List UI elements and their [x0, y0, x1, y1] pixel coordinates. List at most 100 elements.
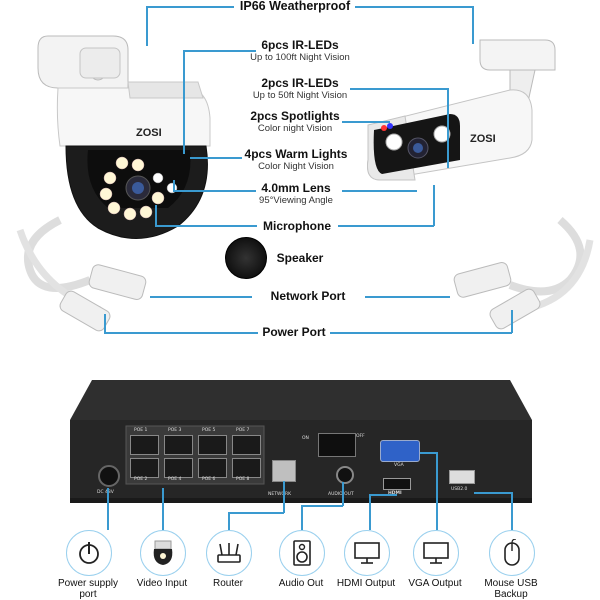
- nvr-connector: [283, 481, 285, 513]
- nvr-connector: [474, 492, 512, 494]
- power-supply-item: [66, 530, 112, 576]
- callout-line: [190, 157, 242, 159]
- weatherproof-label: IP66 Weatherproof: [236, 0, 354, 13]
- mouse-usb-item: [489, 530, 535, 576]
- callout-line: [433, 185, 435, 226]
- camera-icon: [153, 540, 173, 565]
- callout-line: [350, 88, 448, 90]
- nvr-connector: [436, 452, 438, 530]
- network-label: NETWORK: [268, 492, 292, 497]
- nvr-connector: [342, 482, 344, 506]
- ir-leds-6-title: 6pcs IR-LEDs: [261, 38, 339, 52]
- vga-label: VGA: [394, 463, 404, 468]
- nvr-connector: [228, 512, 230, 530]
- callout-line: [104, 332, 258, 334]
- poe-label: POE 8: [236, 477, 250, 482]
- callout-line: [155, 225, 257, 227]
- ir-leds-6-label: 6pcs IR-LEDs Up to 100ft Night Vision: [236, 38, 364, 63]
- speaker-icon: [293, 540, 311, 566]
- ptz-brand-text: ZOSI: [136, 127, 162, 139]
- warm-lights-title: 4pcs Warm Lights: [244, 147, 348, 161]
- poe-port-bottom[interactable]: [198, 458, 227, 478]
- poe-port-bottom[interactable]: [232, 458, 261, 478]
- poe-label: POE 4: [168, 477, 182, 482]
- callout-line: [511, 310, 513, 333]
- ir-leds-2-label: 2pcs IR-LEDs Up to 50ft Night Vision: [236, 76, 364, 101]
- ir-leds-2-sub: Up to 50ft Night Vision: [252, 90, 348, 101]
- poe-port-group: POE 1 POE 3 POE 5 POE 7 POE 2 POE 4 POE …: [128, 428, 266, 486]
- microphone-label: Microphone: [255, 219, 339, 233]
- audio-out-item-label: Audio Out: [278, 578, 324, 589]
- poe-label: POE 1: [134, 428, 148, 433]
- nvr-connector: [301, 505, 343, 507]
- nvr-connector: [369, 494, 397, 496]
- monitor-icon: [423, 542, 449, 564]
- ir-leds-6-sub: Up to 100ft Night Vision: [250, 52, 350, 63]
- nvr-connector: [369, 494, 371, 530]
- audio-out-jack[interactable]: [336, 466, 354, 484]
- callout-line: [472, 6, 474, 44]
- power-switch[interactable]: [318, 433, 356, 457]
- speaker-label: Speaker: [270, 251, 330, 265]
- nvr-connector: [107, 488, 109, 530]
- usb-label: USB2.0: [451, 487, 468, 492]
- usb-port[interactable]: [449, 470, 475, 484]
- router-item: [206, 530, 252, 576]
- on-label: ON: [302, 436, 309, 441]
- hdmi-label: HDMI: [388, 491, 402, 496]
- poe-label: POE 2: [134, 477, 148, 482]
- poe-port-top[interactable]: [232, 435, 261, 455]
- spotlights-label: 2pcs Spotlights Color night Vision: [240, 109, 350, 134]
- spotlights-title: 2pcs Spotlights: [250, 109, 340, 123]
- power-port-title: Power Port: [262, 325, 326, 339]
- spotlights-sub: Color night Vision: [257, 123, 333, 134]
- vga-port[interactable]: [380, 440, 420, 462]
- mouse-icon: [504, 539, 520, 566]
- vga-output-label: VGA Output: [408, 578, 462, 589]
- callout-line: [150, 296, 252, 298]
- hdmi-output-item: [344, 530, 390, 576]
- video-input-label: Video Input: [136, 578, 188, 589]
- hdmi-output-label: HDMI Output: [336, 578, 396, 589]
- audio-out-item: [279, 530, 325, 576]
- callout-line: [173, 180, 175, 191]
- off-label: OFF: [356, 434, 365, 439]
- hdmi-port[interactable]: [383, 478, 411, 490]
- nvr-connector: [511, 492, 513, 530]
- poe-port-top[interactable]: [198, 435, 227, 455]
- ir-leds-2-title: 2pcs IR-LEDs: [261, 76, 339, 90]
- warm-lights-label: 4pcs Warm Lights Color Night Vision: [240, 147, 352, 172]
- poe-port-bottom[interactable]: [130, 458, 159, 478]
- lens-sub: 95°Viewing Angle: [259, 195, 333, 206]
- network-port-label: Network Port: [252, 289, 364, 303]
- video-input-item: [140, 530, 186, 576]
- callout-line: [146, 6, 234, 8]
- poe-label: POE 6: [202, 477, 216, 482]
- dc-power-jack[interactable]: [98, 465, 120, 487]
- poe-port-top[interactable]: [164, 435, 193, 455]
- network-port[interactable]: [272, 460, 296, 482]
- poe-label: POE 7: [236, 428, 250, 433]
- bullet-brand-text: ZOSI: [470, 133, 496, 145]
- callout-line: [183, 50, 185, 154]
- speaker-grill: [225, 237, 267, 279]
- camera-cables: [16, 216, 594, 332]
- nvr-connector: [420, 452, 437, 454]
- nvr-connector: [301, 505, 303, 530]
- dc-label: DC 48V: [97, 490, 114, 495]
- poe-port-top[interactable]: [130, 435, 159, 455]
- nvr-connector: [228, 512, 284, 514]
- poe-port-bottom[interactable]: [164, 458, 193, 478]
- vga-output-item: [413, 530, 459, 576]
- microphone-title: Microphone: [263, 219, 331, 233]
- callout-line: [342, 121, 390, 123]
- callout-line: [173, 190, 256, 192]
- poe-label: POE 5: [202, 428, 216, 433]
- callout-line: [183, 50, 256, 52]
- callout-line: [342, 190, 417, 192]
- power-icon: [79, 542, 99, 564]
- nvr-connector: [162, 488, 164, 530]
- speaker-title: Speaker: [276, 251, 324, 265]
- power-supply-label: Power supply port: [57, 578, 119, 600]
- bullet-camera: ZOSI: [367, 39, 556, 181]
